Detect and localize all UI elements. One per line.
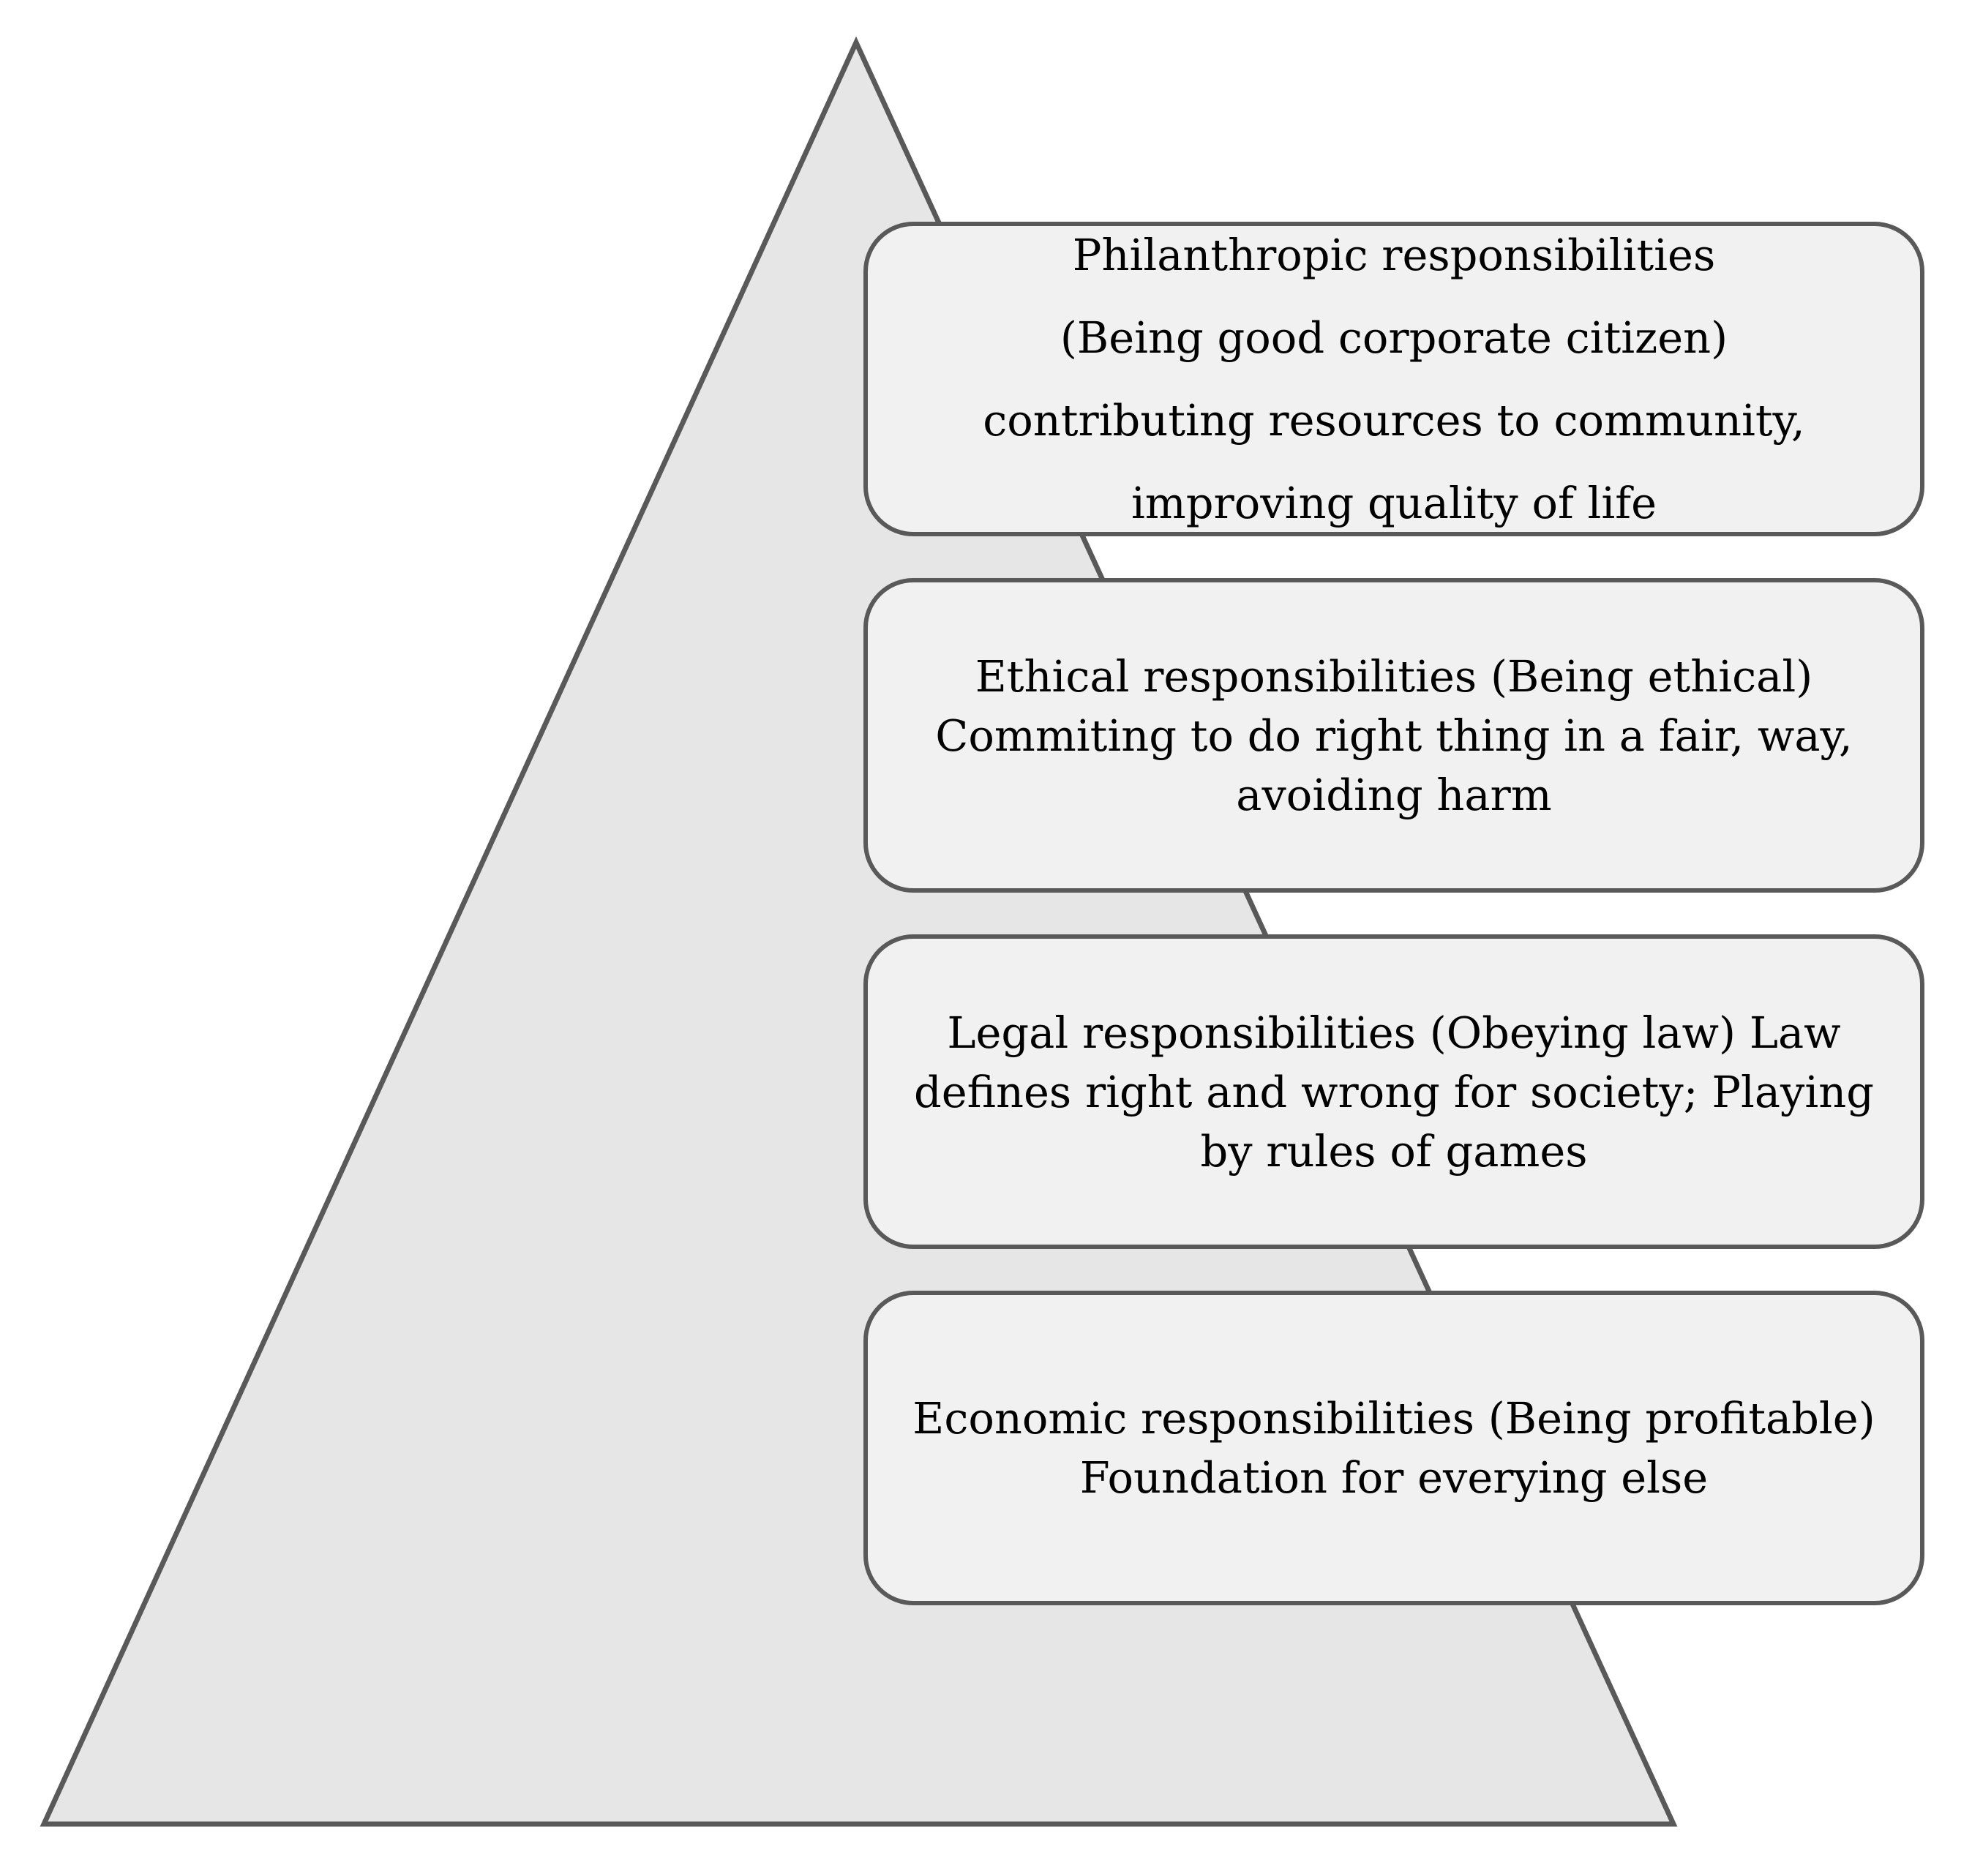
tier-ethical-line-2: Commiting to do right thing in a fair, w… bbox=[935, 710, 1853, 761]
tier-legal-line-1: Legal responsibilities (Obeying law) Law bbox=[947, 1007, 1841, 1058]
tier-philanthropic-line-3: contributing resources to community, bbox=[983, 395, 1805, 446]
tier-legal-line-3: by rules of games bbox=[1200, 1125, 1588, 1177]
tier-philanthropic-text: Philanthropic responsibilities (Being go… bbox=[983, 214, 1805, 544]
tier-ethical-line-3: avoiding harm bbox=[1236, 769, 1552, 820]
tier-ethical: Ethical responsibilities (Being ethical)… bbox=[863, 578, 1924, 893]
tier-philanthropic-line-1: Philanthropic responsibilities bbox=[1072, 230, 1716, 280]
tier-ethical-line-1: Ethical responsibilities (Being ethical) bbox=[975, 650, 1813, 702]
tier-economic-text: Economic responsibilities (Being profita… bbox=[912, 1389, 1875, 1507]
tier-philanthropic-line-4: improving quality of life bbox=[1131, 478, 1657, 528]
tier-ethical-text: Ethical responsibilities (Being ethical)… bbox=[935, 647, 1853, 825]
tier-legal-line-2: defines right and wrong for society; Pla… bbox=[913, 1066, 1875, 1117]
tier-philanthropic-line-2: (Being good corporate citizen) bbox=[1060, 312, 1728, 363]
tier-philanthropic: Philanthropic responsibilities (Being go… bbox=[863, 222, 1924, 536]
tier-legal-text: Legal responsibilities (Obeying law) Law… bbox=[914, 1003, 1874, 1181]
tier-legal: Legal responsibilities (Obeying law) Law… bbox=[863, 934, 1924, 1249]
tier-economic: Economic responsibilities (Being profita… bbox=[863, 1291, 1924, 1605]
tier-economic-line-2: Foundation for everying else bbox=[1079, 1452, 1709, 1503]
tier-economic-line-1: Economic responsibilities (Being profita… bbox=[912, 1393, 1875, 1444]
